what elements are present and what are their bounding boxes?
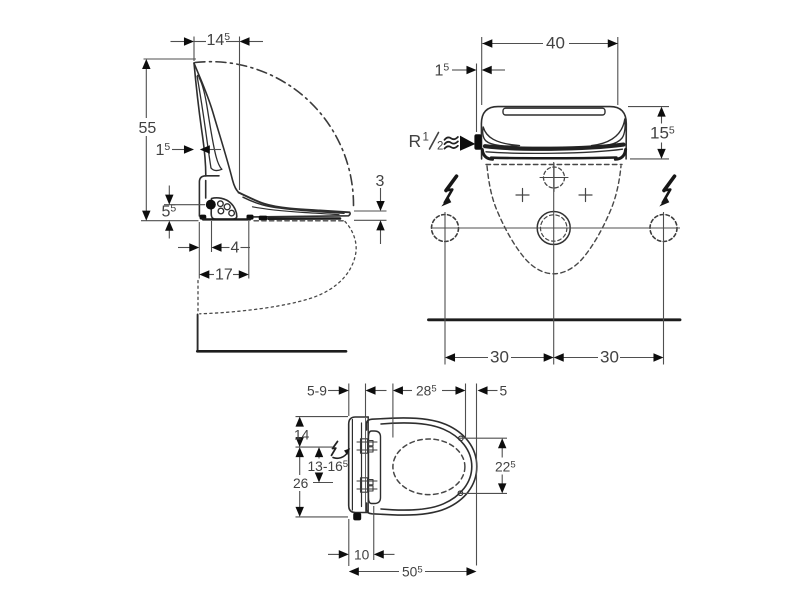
svg-text:15: 15 <box>156 141 171 159</box>
svg-text:225: 225 <box>495 459 516 474</box>
svg-text:1: 1 <box>423 132 429 144</box>
svg-text:5-9: 5-9 <box>307 384 327 399</box>
svg-text:285: 285 <box>416 384 437 399</box>
svg-text:55: 55 <box>162 202 177 220</box>
svg-text:5: 5 <box>500 384 508 399</box>
svg-text:3: 3 <box>376 173 385 190</box>
svg-text:15: 15 <box>435 62 450 80</box>
svg-text:14: 14 <box>294 428 310 443</box>
svg-text:R: R <box>409 131 422 151</box>
svg-text:505: 505 <box>402 565 423 580</box>
svg-text:40: 40 <box>546 34 565 53</box>
svg-text:10: 10 <box>354 547 370 562</box>
svg-text:55: 55 <box>139 120 157 137</box>
svg-text:30: 30 <box>600 348 619 367</box>
svg-text:13-165: 13-165 <box>308 459 349 474</box>
svg-text:4: 4 <box>231 240 240 257</box>
svg-text:145: 145 <box>207 31 231 49</box>
svg-text:155: 155 <box>650 124 675 143</box>
svg-text:2: 2 <box>437 141 443 153</box>
svg-text:17: 17 <box>215 267 233 284</box>
svg-text:26: 26 <box>293 476 309 491</box>
svg-text:30: 30 <box>490 348 509 367</box>
